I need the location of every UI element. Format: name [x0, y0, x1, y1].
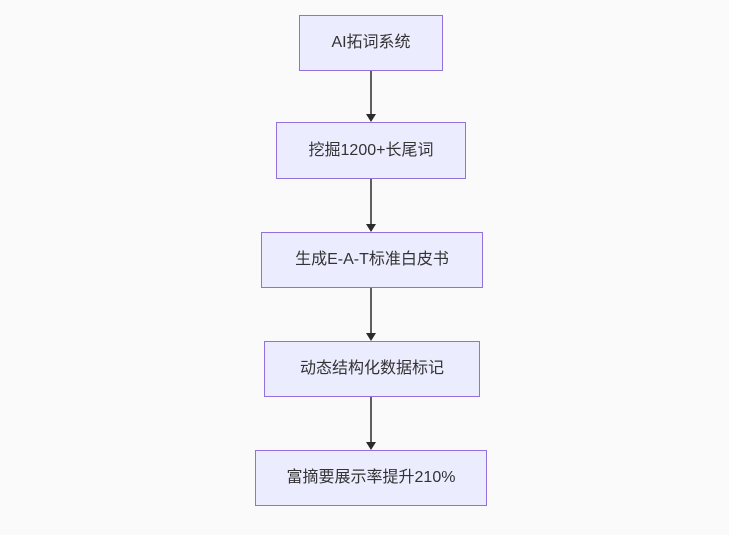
flowchart-edge-3 [364, 288, 378, 341]
flowchart-node-structured-data: 动态结构化数据标记 [264, 341, 480, 397]
edge-line [370, 179, 372, 224]
arrowhead-down-icon [366, 442, 376, 450]
edge-line [370, 71, 372, 114]
flowchart-node-rich-snippet-result: 富摘要展示率提升210% [255, 450, 487, 506]
node-label: 富摘要展示率提升210% [286, 469, 456, 487]
flowchart-edge-4 [364, 397, 378, 450]
node-label: 挖掘1200+长尾词 [308, 141, 434, 159]
arrowhead-down-icon [366, 333, 376, 341]
edge-line [370, 288, 372, 333]
edge-line [370, 397, 372, 442]
arrowhead-down-icon [366, 114, 376, 122]
arrowhead-down-icon [366, 224, 376, 232]
flowchart-node-eat-whitepaper: 生成E-A-T标准白皮书 [261, 232, 483, 288]
flowchart-node-ai-word-system: AI拓词系统 [299, 15, 443, 71]
flowchart-node-longtail-mining: 挖掘1200+长尾词 [276, 122, 466, 179]
node-label: AI拓词系统 [331, 34, 411, 52]
node-label: 动态结构化数据标记 [299, 360, 444, 378]
flowchart-edge-1 [364, 71, 378, 122]
flowchart-edge-2 [364, 179, 378, 232]
node-label: 生成E-A-T标准白皮书 [295, 251, 449, 269]
